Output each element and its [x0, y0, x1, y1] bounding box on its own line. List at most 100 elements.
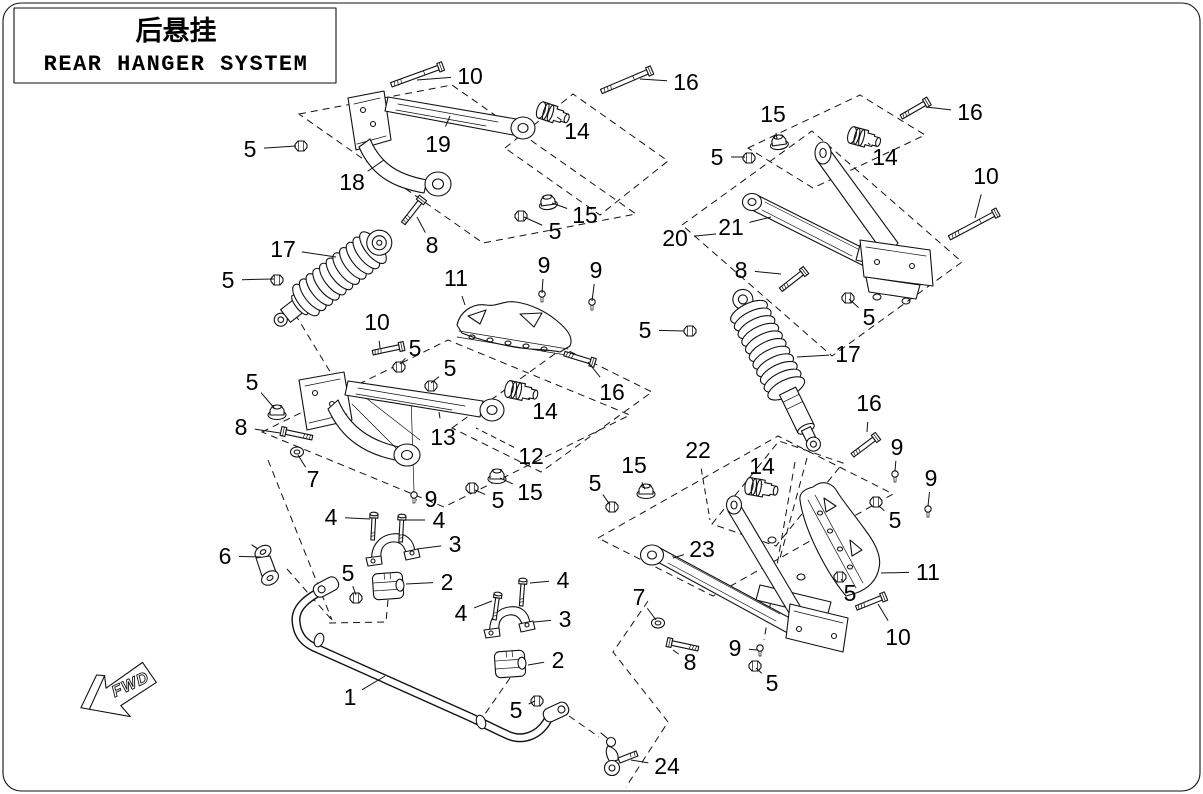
- leader-line-17: [301, 251, 337, 258]
- leader-line-8: [754, 270, 782, 275]
- part-callout-8: 8: [426, 232, 439, 258]
- leader-line-5: [263, 145, 297, 149]
- leader-line-9: [927, 491, 931, 507]
- part-callout-5: 5: [711, 144, 724, 170]
- part-callout-5: 5: [766, 670, 779, 696]
- part-callout-5: 5: [889, 507, 902, 533]
- leader-line-15: [551, 202, 568, 209]
- leader-line-20: [693, 233, 717, 237]
- part-callout-10: 10: [364, 309, 390, 335]
- part-callout-11: 11: [444, 265, 468, 291]
- leader-line-15: [775, 132, 778, 140]
- part-callout-6: 6: [219, 543, 232, 569]
- leader-line-8: [672, 649, 679, 655]
- shock-absorber-left: [273, 229, 393, 327]
- part-callout-15: 15: [572, 202, 598, 228]
- leader-line-10: [416, 76, 452, 81]
- leader-line-2: [527, 661, 545, 666]
- leader-line-8: [254, 428, 281, 434]
- leader-line-5: [474, 489, 486, 495]
- part-callout-5: 5: [244, 136, 257, 162]
- part-callout-14: 14: [872, 144, 898, 170]
- leader-line-5: [430, 376, 440, 384]
- leader-line-5: [878, 505, 885, 512]
- leader-line-6: [238, 555, 262, 558]
- part-callout-17: 17: [270, 236, 296, 262]
- leader-line-7: [646, 607, 657, 621]
- leader-line-9: [541, 278, 544, 294]
- part-callout-8: 8: [684, 649, 697, 675]
- part-callout-9: 9: [891, 434, 904, 460]
- leader-line-11: [461, 295, 466, 306]
- leader-line-5: [241, 278, 275, 281]
- part-callout-23: 23: [689, 536, 715, 562]
- nut-5: [530, 695, 544, 707]
- center-skid-plate: [456, 301, 572, 356]
- leader-line-16: [866, 421, 869, 433]
- leader-line-5: [840, 578, 843, 582]
- leader-line-3: [533, 619, 552, 623]
- nut-5: [683, 325, 697, 337]
- part-callout-2: 2: [441, 569, 454, 595]
- part-callout-21: 21: [718, 214, 744, 240]
- part-callout-5: 5: [222, 267, 235, 293]
- leader-line-14: [867, 142, 871, 146]
- leader-line-16: [925, 106, 952, 111]
- leader-line-7: [297, 454, 307, 468]
- title-english: REAR HANGER SYSTEM: [44, 52, 309, 77]
- stabilizer-bar-assembly: [251, 511, 639, 777]
- part-callout-22: 22: [685, 437, 711, 463]
- leader-line-5: [658, 329, 685, 332]
- bushing-2-rear: [493, 649, 527, 679]
- leader-line-5: [848, 298, 859, 309]
- title-chinese: 后悬挂: [136, 16, 217, 46]
- leader-line-21: [749, 216, 772, 223]
- part-callout-9: 9: [590, 257, 603, 283]
- part-callout-11: 11: [916, 559, 940, 585]
- shock-absorber-right: [730, 288, 821, 452]
- part-callout-5: 5: [492, 487, 505, 513]
- leader-line-17: [796, 354, 830, 358]
- leader-line-19: [445, 115, 451, 127]
- leader-line-4: [529, 580, 550, 584]
- leader-line-9: [591, 283, 595, 302]
- leader-line-15: [499, 477, 513, 485]
- leader-line-8: [416, 216, 426, 233]
- part-callout-5: 5: [639, 317, 652, 343]
- stabilizer-bar-body: [292, 584, 555, 741]
- leader-line-5: [260, 392, 276, 410]
- part-callout-7: 7: [307, 466, 320, 492]
- nut-5: [514, 210, 528, 222]
- part-callout-5: 5: [549, 218, 562, 244]
- center-lower-a-arm: [298, 371, 505, 467]
- part-callout-8: 8: [735, 257, 748, 283]
- part-callout-5: 5: [589, 470, 602, 496]
- title-block: 后悬挂 REAR HANGER SYSTEM: [13, 7, 337, 84]
- part-callout-2: 2: [552, 647, 565, 673]
- part-callout-15: 15: [517, 479, 543, 505]
- part-callout-3: 3: [449, 531, 462, 557]
- nut-5: [748, 660, 762, 672]
- leader-line-18: [367, 159, 385, 172]
- leader-line-10: [378, 340, 381, 349]
- part-callout-4: 4: [433, 507, 446, 533]
- part-callout-12: 12: [518, 443, 544, 469]
- leader-line-9: [894, 460, 897, 472]
- nut-5: [742, 152, 756, 164]
- leader-line-14: [556, 116, 562, 121]
- part-callout-16: 16: [673, 69, 699, 95]
- part-callout-10: 10: [885, 624, 911, 650]
- nut-5: [465, 482, 479, 494]
- leader-line-16: [639, 78, 668, 82]
- part-callout-1: 1: [344, 684, 357, 710]
- leader-line-11: [880, 571, 910, 574]
- nut-5: [294, 140, 308, 152]
- nut-5: [605, 501, 619, 513]
- leader-line-2: [405, 582, 434, 585]
- part-callout-14: 14: [564, 118, 590, 144]
- leader-line-3: [416, 545, 442, 550]
- part-callout-5: 5: [863, 304, 876, 330]
- part-callout-4: 4: [557, 567, 570, 593]
